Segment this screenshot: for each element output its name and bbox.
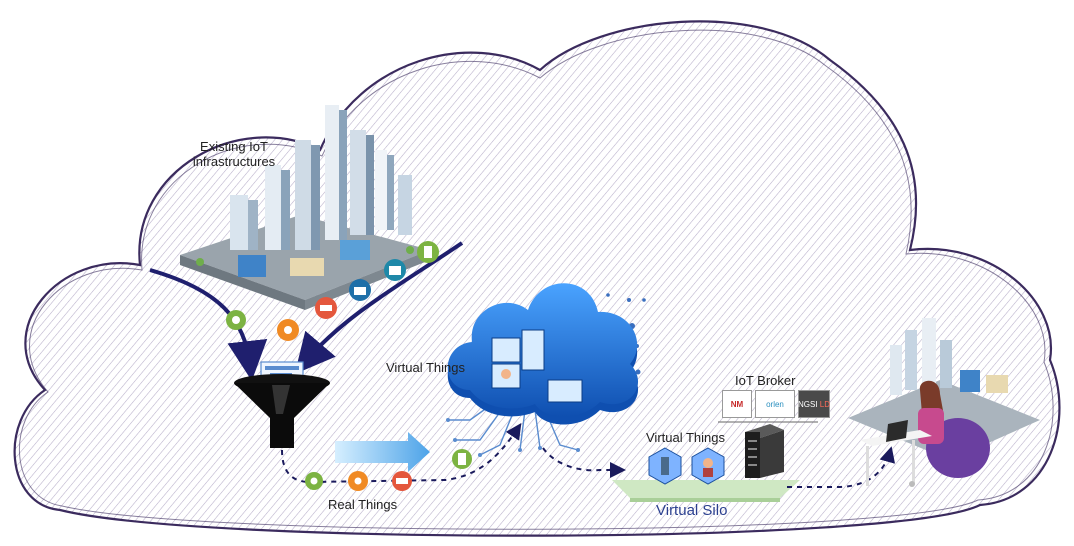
- broker-logo-3: NGSI LD: [798, 390, 830, 418]
- real-things-path: [281, 423, 522, 484]
- category-icons: [226, 241, 439, 341]
- funnel-icon: [234, 361, 330, 448]
- existing-infra-line-1: Existing IoT: [200, 139, 268, 154]
- existing-infra-label: Existing IoT infrastructures: [184, 139, 284, 169]
- left-inflow-arrow: [149, 268, 268, 381]
- broker-logo-3-suffix: LD: [819, 399, 831, 409]
- virtual-things-cloud-label: Virtual Things: [386, 360, 466, 375]
- virtual-silo-label: Virtual Silo: [656, 502, 728, 519]
- server-icon: [745, 424, 784, 478]
- real-things-label: Real Things: [328, 497, 398, 512]
- silo-platform: [612, 480, 800, 498]
- virtual-cloud-icon: [447, 283, 639, 425]
- broker-logo-3-prefix: NGSI: [797, 399, 818, 409]
- flow-arrow: [335, 432, 430, 472]
- broker-logo-1: NM: [722, 390, 752, 418]
- virtual-things-silo-label: Virtual Things: [646, 430, 726, 445]
- right-inflow-arrow: [294, 241, 464, 375]
- broker-logo-2: orlen: [755, 390, 795, 418]
- iot-broker-label: IoT Broker: [735, 373, 796, 388]
- user-at-desk-icon: [848, 318, 1040, 487]
- user-path: [787, 446, 896, 488]
- existing-infra-line-2: infrastructures: [192, 154, 276, 169]
- broker-logos: NM orlen NGSI LD: [722, 390, 830, 418]
- silo-path: [542, 447, 626, 478]
